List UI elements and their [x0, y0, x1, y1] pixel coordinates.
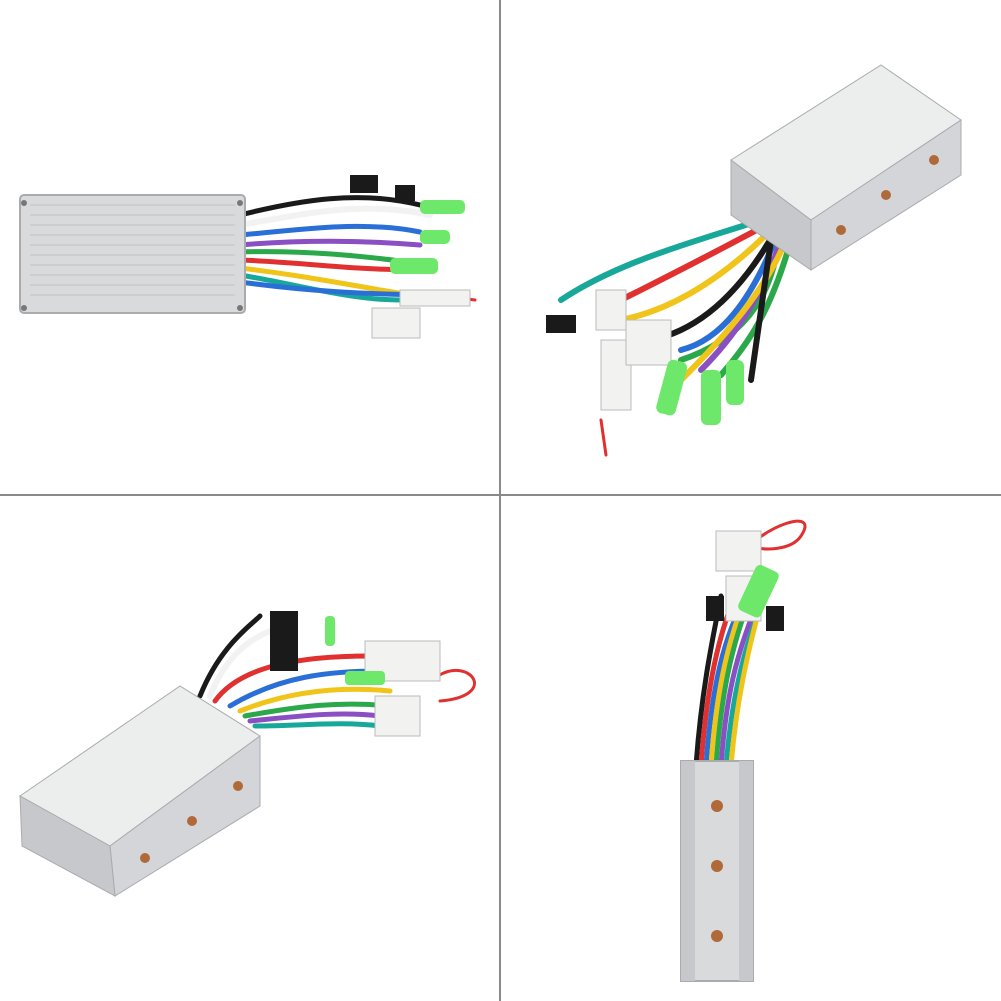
- photo-bottom-right: [501, 496, 1001, 1001]
- vertical-divider: [499, 0, 501, 1001]
- controller-angled-view: [546, 64, 962, 457]
- horizontal-divider: [0, 494, 1001, 496]
- photo-top-left: [0, 0, 499, 494]
- photo-top-right: [501, 0, 1001, 494]
- controller-side-view: [19, 175, 477, 339]
- photo-bottom-left: [0, 496, 499, 1001]
- controller-angled-view-2: [19, 611, 476, 897]
- controller-end-view: [680, 519, 807, 982]
